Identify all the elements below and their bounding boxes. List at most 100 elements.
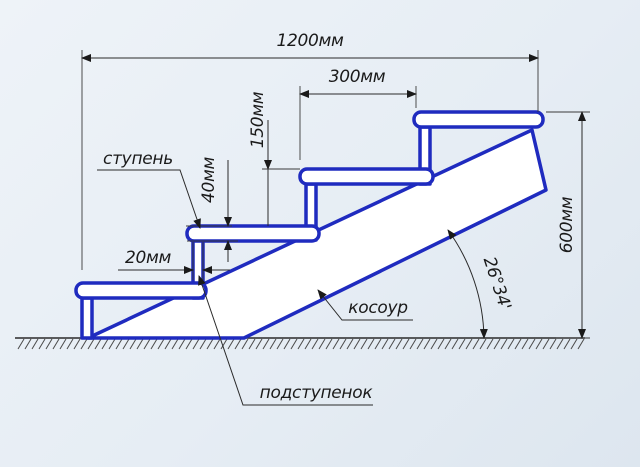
dim-total-width: 1200мм <box>81 31 539 270</box>
ground-hatch-line <box>423 338 431 350</box>
ground-hatch-line <box>220 338 228 350</box>
ground-hatch-line <box>283 338 291 350</box>
tread-1 <box>74 281 208 300</box>
riser-1 <box>80 296 94 340</box>
ground-hatch-line <box>171 338 179 350</box>
label-angle: 26°34' <box>479 254 515 312</box>
ground-hatch-line <box>563 338 571 350</box>
ground-hatch-line <box>290 338 298 350</box>
ground-hatch-line <box>241 338 249 350</box>
tread-3 <box>298 167 435 186</box>
ground-hatch-line <box>304 338 312 350</box>
ground-hatch-line <box>199 338 207 350</box>
ground-hatch-line <box>556 338 564 350</box>
ground-hatch-line <box>164 338 172 350</box>
ground-hatch-line <box>521 338 529 350</box>
ground-hatch-line <box>31 338 39 350</box>
ground-hatch-line <box>514 338 522 350</box>
ground-hatch-line <box>444 338 452 350</box>
ground-hatch-line <box>143 338 151 350</box>
ground-hatch-line <box>311 338 319 350</box>
ground-hatch-line <box>507 338 515 350</box>
ground-hatch-line <box>45 338 53 350</box>
ground-hatch-line <box>276 338 284 350</box>
label-nosing: 20мм <box>125 248 172 268</box>
ground-hatch-line <box>185 338 193 350</box>
ground-hatch-line <box>451 338 459 350</box>
dim-angle: 26°34' <box>447 229 515 339</box>
ground-hatch-line <box>262 338 270 350</box>
ground-hatch-line <box>206 338 214 350</box>
ground-hatch-line <box>297 338 305 350</box>
ground-hatch-line <box>122 338 130 350</box>
dim-tread-thickness: 40мм <box>187 156 238 262</box>
dim-tread-depth: 300мм <box>299 67 417 160</box>
ground-hatch-line <box>157 338 165 350</box>
ground-hatch-line <box>500 338 508 350</box>
ground-hatch-line <box>465 338 473 350</box>
ground-hatch-line <box>402 338 410 350</box>
ground-hatch-line <box>87 338 95 350</box>
ground-hatch-line <box>24 338 32 350</box>
ground <box>15 337 585 350</box>
ground-hatch-line <box>269 338 277 350</box>
ground-hatch-line <box>213 338 221 350</box>
ground-hatch-line <box>381 338 389 350</box>
ground-hatch-line <box>458 338 466 350</box>
ground-hatch-line <box>115 338 123 350</box>
ground-hatch-line <box>325 338 333 350</box>
label-stringer-name: косоур <box>348 298 408 318</box>
ground-hatch-line <box>255 338 263 350</box>
dim-total-height: 600мм <box>546 111 590 339</box>
ground-hatch-line <box>535 338 543 350</box>
leader-riser: подступенок <box>198 275 374 406</box>
ground-hatch-line <box>192 338 200 350</box>
ground-hatch-line <box>388 338 396 350</box>
ground-hatch-line <box>542 338 550 350</box>
ground-hatch-line <box>353 338 361 350</box>
ground-hatch-line <box>73 338 81 350</box>
label-total-width: 1200мм <box>276 31 344 51</box>
ground-hatch-line <box>409 338 417 350</box>
ground-hatch-line <box>178 338 186 350</box>
ground-hatch-line <box>80 338 88 350</box>
ground-hatch-line <box>94 338 102 350</box>
ground-hatch-line <box>367 338 375 350</box>
ground-hatch-line <box>227 338 235 350</box>
label-riser-name: подступенок <box>260 383 374 403</box>
tread-4 <box>412 110 545 129</box>
ground-hatch-line <box>150 338 158 350</box>
ground-hatch-line <box>374 338 382 350</box>
ground-hatch-line <box>395 338 403 350</box>
ground-hatch-line <box>59 338 67 350</box>
ground-hatch-line <box>52 338 60 350</box>
ground-hatch-line <box>318 338 326 350</box>
tread-2 <box>185 224 321 243</box>
ground-hatch-line <box>129 338 137 350</box>
label-total-height: 600мм <box>557 196 577 253</box>
label-riser-height: 150мм <box>248 91 268 148</box>
ground-hatch-line <box>234 338 242 350</box>
ground-hatch-line <box>360 338 368 350</box>
ground-hatch-line <box>479 338 487 350</box>
dim-riser-height: 150мм <box>186 91 300 227</box>
ground-hatch-line <box>430 338 438 350</box>
ground-hatch-line <box>101 338 109 350</box>
ground-hatch-line <box>528 338 536 350</box>
ground-hatch-line <box>493 338 501 350</box>
ground-hatch-line <box>248 338 256 350</box>
ground-hatch-line <box>570 338 578 350</box>
dim-nosing: 20мм <box>118 242 230 280</box>
ground-hatch-line <box>346 338 354 350</box>
ground-hatch-line <box>437 338 445 350</box>
ground-hatch-line <box>332 338 340 350</box>
leader-tread: ступень <box>97 149 201 229</box>
label-tread-depth: 300мм <box>329 67 386 87</box>
ground-hatching <box>17 338 585 350</box>
ground-hatch-line <box>17 338 25 350</box>
ground-hatch-line <box>108 338 116 350</box>
label-tread-thickness: 40мм <box>199 156 219 203</box>
ground-hatch-line <box>416 338 424 350</box>
label-tread-name: ступень <box>103 149 173 169</box>
